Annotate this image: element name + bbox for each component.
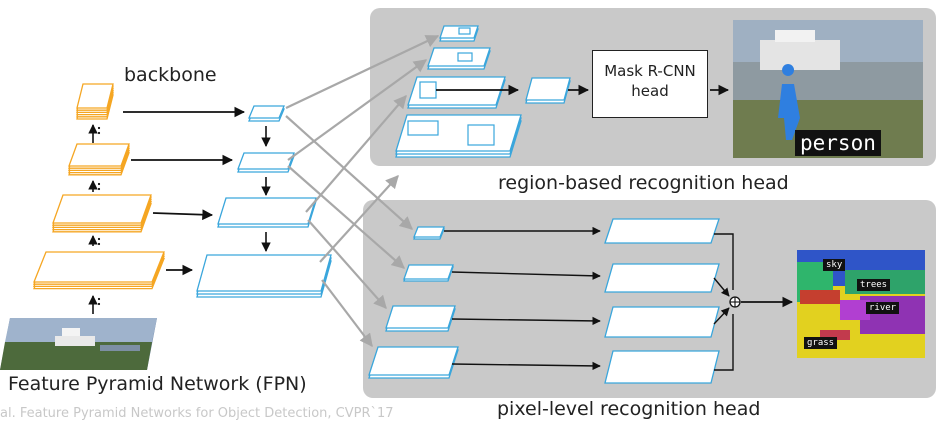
mask-rcnn-title: Mask R-CNN <box>604 62 696 80</box>
fpn-level-p3 <box>217 197 317 228</box>
lateral-arrow-2 <box>152 209 214 221</box>
ellipsis-dot-1b <box>97 187 101 191</box>
fpn-level-p5 <box>248 105 285 122</box>
pixel-level-p5 <box>413 226 445 240</box>
region-head-label: region-based recognition head <box>498 172 789 194</box>
roi-box-p5 <box>458 27 471 35</box>
pixel-arrow-p4 <box>451 271 601 280</box>
pixel-feature-group <box>368 218 720 384</box>
input-photo <box>0 318 157 370</box>
backbone-level-2 <box>52 194 152 233</box>
upsampled-p2 <box>604 350 720 384</box>
merge-line-p5 <box>714 233 734 290</box>
mask-rcnn-subtitle: head <box>631 82 669 100</box>
ellipsis-dot-0b <box>97 131 101 135</box>
roi-box-p2a <box>407 120 439 136</box>
backbone-stack-group <box>33 83 165 290</box>
gray-arrow-p5-region <box>285 35 440 109</box>
ellipsis-dot-2b <box>97 242 101 246</box>
fpn-level-p4 <box>237 152 295 173</box>
roi-box-p2b <box>467 124 495 146</box>
merge-arrow-p3 <box>713 307 730 325</box>
fpn-level-p2 <box>196 254 332 298</box>
ellipsis-dot-0a <box>97 126 101 130</box>
merge-arrow-p4 <box>713 277 730 297</box>
mask-rcnn-head-box: Mask R-CNN head <box>592 50 708 118</box>
semantic-tag-trees: trees <box>857 279 891 291</box>
pixel-level-p2 <box>368 346 459 379</box>
backbone-level-3 <box>68 143 130 176</box>
fpn-stack-group <box>196 105 332 298</box>
pixel-level-p4 <box>403 264 454 282</box>
citation-text: al. Feature Pyramid Networks for Object … <box>0 406 394 421</box>
pixel-head-label: pixel-level recognition head <box>497 398 761 420</box>
ellipsis-dot-3a <box>97 297 101 301</box>
backbone-level-4 <box>76 83 114 120</box>
gray-arrow-p3-pixel <box>307 219 387 309</box>
pixel-arrow-p3 <box>451 316 601 326</box>
backbone-label: backbone <box>124 64 217 86</box>
pixel-head-panel <box>363 200 936 398</box>
semantic-tag-river: river <box>866 302 900 314</box>
semantic-tag-sky: sky <box>823 259 846 271</box>
instance-tag-person: person <box>795 130 881 156</box>
gray-arrow-p3-region <box>305 95 407 213</box>
region-feature-group <box>395 25 571 158</box>
upsampled-p4 <box>604 263 720 293</box>
gray-arrow-p4-pixel <box>287 165 405 269</box>
pixel-arrow-p2 <box>451 361 601 371</box>
backbone-level-1 <box>33 251 165 290</box>
gray-arrow-p4-region <box>287 59 428 161</box>
upsampled-p3 <box>604 306 720 338</box>
pixel-level-p3 <box>385 305 456 332</box>
merge-line-p2 <box>714 314 734 371</box>
arrows-group <box>88 35 794 371</box>
upsampled-p5 <box>604 218 720 244</box>
roi-box-p4 <box>457 52 473 62</box>
ellipsis-dot-1a <box>97 182 101 186</box>
region-level-p4 <box>427 47 491 70</box>
gray-arrow-p2-pixel <box>321 279 373 348</box>
fpn-label: Feature Pyramid Network (FPN) <box>8 373 307 395</box>
ellipsis-dot-2a <box>97 237 101 241</box>
gray-arrow-p5-pixel <box>285 115 413 230</box>
ellipsis-dot-3b <box>97 302 101 306</box>
roi-aligned-feature <box>525 77 571 104</box>
region-level-p2 <box>395 114 522 158</box>
semantic-tag-grass: grass <box>804 337 838 349</box>
